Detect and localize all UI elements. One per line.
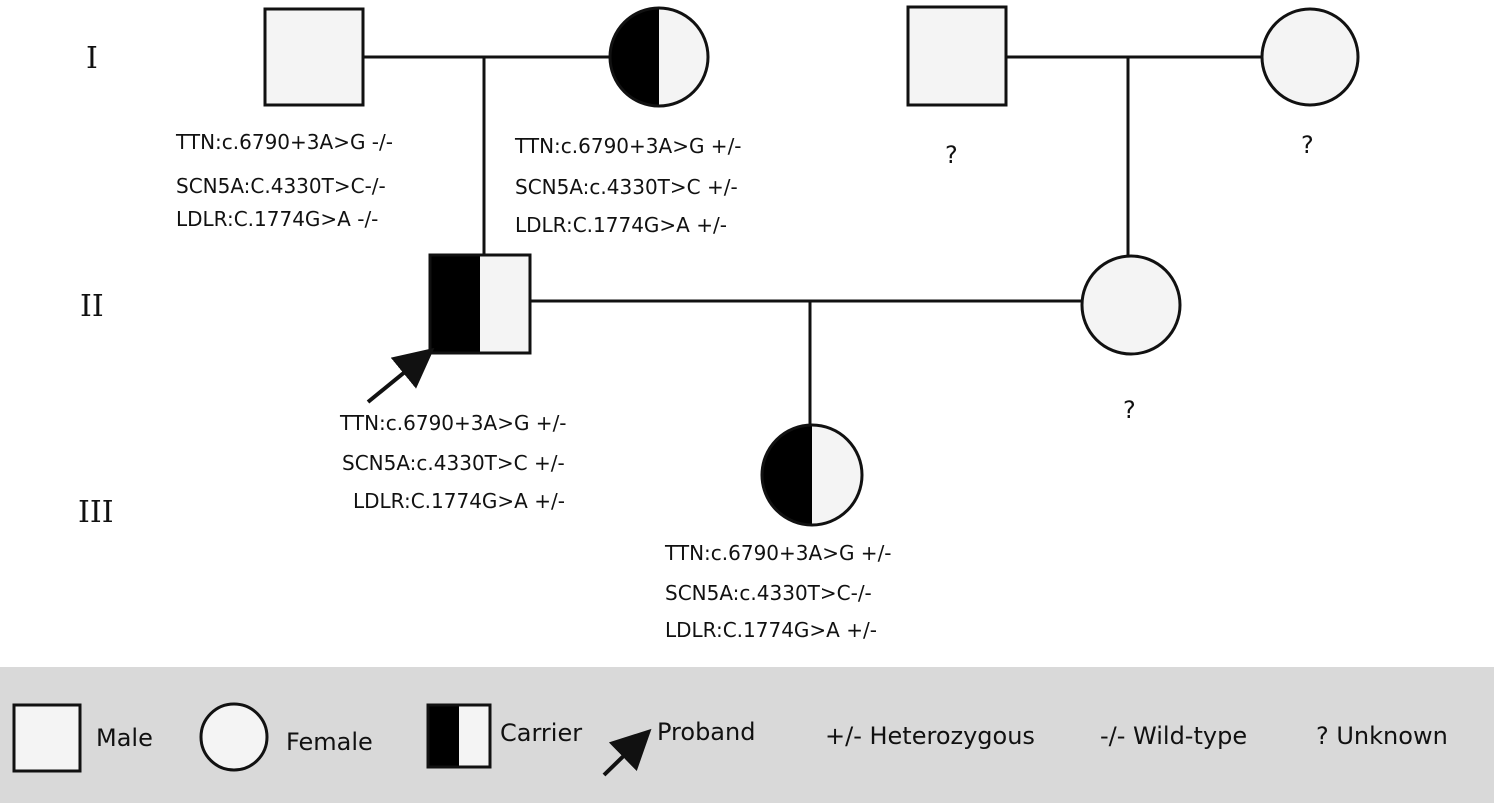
unknown-mark-i4: ? <box>1301 131 1314 159</box>
genotype-ii1-ldlr: LDLR:C.1774G>A +/- <box>353 489 565 513</box>
legend-heterozygous-label: +/- Heterozygous <box>825 722 1035 750</box>
individual-i3-male-square <box>906 5 1008 107</box>
legend-carrier-label: Carrier <box>500 719 582 747</box>
individual-ii1-carrier-square <box>428 253 532 355</box>
genotype-i1-scn5a: SCN5A:C.4330T>C-/- <box>176 174 386 198</box>
legend-male-label: Male <box>96 724 153 752</box>
generation-label-2: II <box>80 289 104 324</box>
genotype-ii1-ttn: TTN:c.6790+3A>G +/- <box>339 411 567 435</box>
genotype-iii1-scn5a: SCN5A:c.4330T>C-/- <box>665 581 872 605</box>
unknown-mark-ii2: ? <box>1123 396 1136 424</box>
legend-unknown-label: ? Unknown <box>1316 722 1448 750</box>
individual-i4-female-circle <box>1260 7 1360 107</box>
genotype-ii1-scn5a: SCN5A:c.4330T>C +/- <box>342 451 565 475</box>
legend-male-square-icon <box>12 703 82 773</box>
legend-female-circle-icon <box>199 702 269 772</box>
legend-proband-arrow-icon <box>602 728 652 777</box>
legend-carrier-square-icon <box>426 703 492 769</box>
unknown-mark-i3: ? <box>945 141 958 169</box>
proband-arrow-icon <box>366 347 435 404</box>
individual-iii1-carrier-circle <box>760 423 864 527</box>
legend-female-label: Female <box>286 728 373 756</box>
individual-i1-male-square <box>263 7 365 107</box>
genotype-iii1-ldlr: LDLR:C.1774G>A +/- <box>665 618 877 642</box>
genotype-i2-scn5a: SCN5A:c.4330T>C +/- <box>515 175 738 199</box>
legend-proband-label: Proband <box>657 718 755 746</box>
genotype-i1-ttn: TTN:c.6790+3A>G -/- <box>175 130 393 154</box>
generation-label-1: I <box>86 41 98 76</box>
legend-wildtype-label: -/- Wild-type <box>1100 722 1247 750</box>
genotype-i2-ldlr: LDLR:C.1774G>A +/- <box>515 213 727 237</box>
individual-i2-carrier-circle <box>608 6 710 108</box>
generation-label-3: III <box>78 495 114 530</box>
genotype-i1-ldlr: LDLR:C.1774G>A -/- <box>176 207 378 231</box>
genotype-i2-ttn: TTN:c.6790+3A>G +/- <box>514 134 742 158</box>
legend: Male Female Carrier Proband +/- Heterozy… <box>0 667 1494 803</box>
genotype-iii1-ttn: TTN:c.6790+3A>G +/- <box>664 541 892 565</box>
individual-ii2-female-circle <box>1080 254 1182 356</box>
